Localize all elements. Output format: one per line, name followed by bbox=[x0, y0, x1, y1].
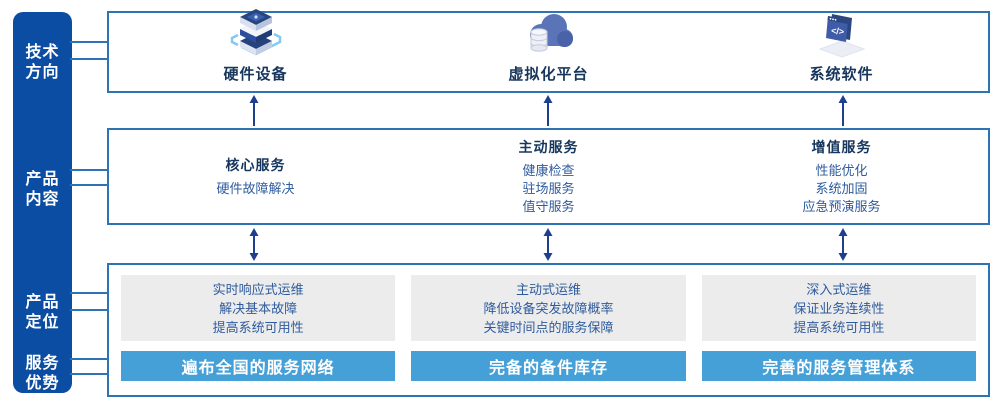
sidebar-label-line: 技术 bbox=[25, 44, 60, 61]
sidebar-label-line: 方向 bbox=[25, 64, 60, 81]
sidebar-label-tech-direction: 技术 方向 bbox=[13, 43, 72, 83]
positioning-line: 保证业务连续性 bbox=[793, 300, 885, 316]
tech-item-label: 硬件设备 bbox=[223, 66, 288, 83]
service-item: 性能优化 bbox=[815, 163, 868, 178]
tech-item-hardware: 硬件设备 bbox=[109, 9, 402, 91]
positioning-panel: 深入式运维 保证业务连续性 提高系统可用性 bbox=[701, 275, 976, 341]
sidebar-label-product-content: 产品 内容 bbox=[13, 170, 72, 210]
positioning-panel: 实时响应式运维 解决基本故障 提高系统可用性 bbox=[121, 275, 396, 341]
positioning-panel: 主动式运维 降低设备突发故障概率 关键时间点的服务保障 bbox=[411, 275, 686, 341]
positioning-line: 主动式运维 bbox=[515, 281, 581, 297]
connector-line bbox=[70, 292, 107, 294]
sidebar-label-product-positioning: 产品 定位 bbox=[13, 293, 72, 333]
service-item: 应急预演服务 bbox=[802, 199, 881, 214]
connector-line bbox=[70, 309, 107, 311]
service-column-core: 核心服务 硬件故障解决 bbox=[109, 130, 402, 223]
connector-line bbox=[70, 169, 107, 171]
tech-item-label: 系统软件 bbox=[809, 66, 874, 83]
connector-line bbox=[70, 184, 107, 186]
positioning-line: 提高系统可用性 bbox=[212, 319, 304, 335]
service-item: 驻场服务 bbox=[522, 181, 575, 196]
double-arrow bbox=[543, 228, 553, 261]
up-arrow bbox=[838, 95, 848, 126]
service-item: 值守服务 bbox=[522, 199, 575, 214]
connector-line bbox=[70, 358, 107, 360]
sidebar-label-line: 产品 bbox=[25, 294, 60, 311]
sidebar: 技术 方向 产品 内容 产品 定位 服务 优势 bbox=[13, 12, 72, 393]
svg-text:</>: </> bbox=[830, 26, 844, 37]
service-item: 健康检查 bbox=[522, 163, 575, 178]
service-item: 硬件故障解决 bbox=[216, 181, 295, 196]
positioning-line: 降低设备突发故障概率 bbox=[483, 300, 614, 316]
service-heading: 核心服务 bbox=[225, 157, 286, 173]
sidebar-label-line: 产品 bbox=[25, 171, 60, 188]
positioning-line: 实时响应式运维 bbox=[212, 281, 304, 297]
up-arrow bbox=[543, 95, 553, 126]
positioning-row: 实时响应式运维 解决基本故障 提高系统可用性 遍布全国的服务网络 主动式运维 降… bbox=[107, 263, 990, 397]
connector-line bbox=[70, 41, 107, 43]
sidebar-label-line: 优势 bbox=[25, 375, 60, 392]
double-arrow bbox=[249, 228, 259, 261]
advantage-banner: 遍布全国的服务网络 bbox=[121, 351, 396, 381]
positioning-line: 解决基本故障 bbox=[219, 300, 298, 316]
positioning-line: 提高系统可用性 bbox=[793, 319, 885, 335]
sidebar-label-line: 内容 bbox=[25, 191, 60, 208]
positioning-column-realtime: 实时响应式运维 解决基本故障 提高系统可用性 遍布全国的服务网络 bbox=[121, 275, 396, 381]
positioning-column-proactive: 主动式运维 降低设备突发故障概率 关键时间点的服务保障 完备的备件库存 bbox=[411, 275, 686, 381]
positioning-column-deep: 深入式运维 保证业务连续性 提高系统可用性 完善的服务管理体系 bbox=[701, 275, 976, 381]
advantage-banner: 完善的服务管理体系 bbox=[701, 351, 976, 381]
service-heading: 增值服务 bbox=[811, 139, 872, 155]
tech-item-virtualization: 虚拟化平台 bbox=[402, 13, 695, 91]
service-column-value-added: 增值服务 性能优化 系统加固 应急预演服务 bbox=[695, 130, 988, 223]
advantage-banner: 完备的备件库存 bbox=[411, 351, 686, 381]
service-item: 系统加固 bbox=[815, 181, 868, 196]
connector-line bbox=[70, 373, 107, 375]
tech-item-label: 虚拟化平台 bbox=[508, 66, 589, 83]
product-content-row: 核心服务 硬件故障解决 主动服务 健康检查 驻场服务 值守服务 增值服务 性能优… bbox=[107, 128, 990, 225]
server-stack-icon bbox=[228, 8, 284, 60]
tech-item-system-software: </> 系统软件 bbox=[695, 13, 988, 91]
service-heading: 主动服务 bbox=[518, 139, 579, 155]
sidebar-label-line: 服务 bbox=[25, 355, 60, 372]
tech-direction-row: 硬件设备 虚拟化平台 bbox=[107, 9, 990, 93]
sidebar-label-service-advantage: 服务 优势 bbox=[13, 354, 72, 394]
sidebar-label-line: 定位 bbox=[25, 314, 60, 331]
connector-line bbox=[70, 58, 107, 60]
cloud-database-icon bbox=[521, 8, 577, 60]
positioning-line: 关键时间点的服务保障 bbox=[483, 319, 614, 335]
double-arrow bbox=[838, 228, 848, 261]
positioning-line: 深入式运维 bbox=[806, 281, 872, 297]
up-arrow bbox=[249, 95, 259, 126]
service-column-proactive: 主动服务 健康检查 驻场服务 值守服务 bbox=[402, 130, 695, 223]
code-window-icon: </> bbox=[814, 8, 870, 60]
